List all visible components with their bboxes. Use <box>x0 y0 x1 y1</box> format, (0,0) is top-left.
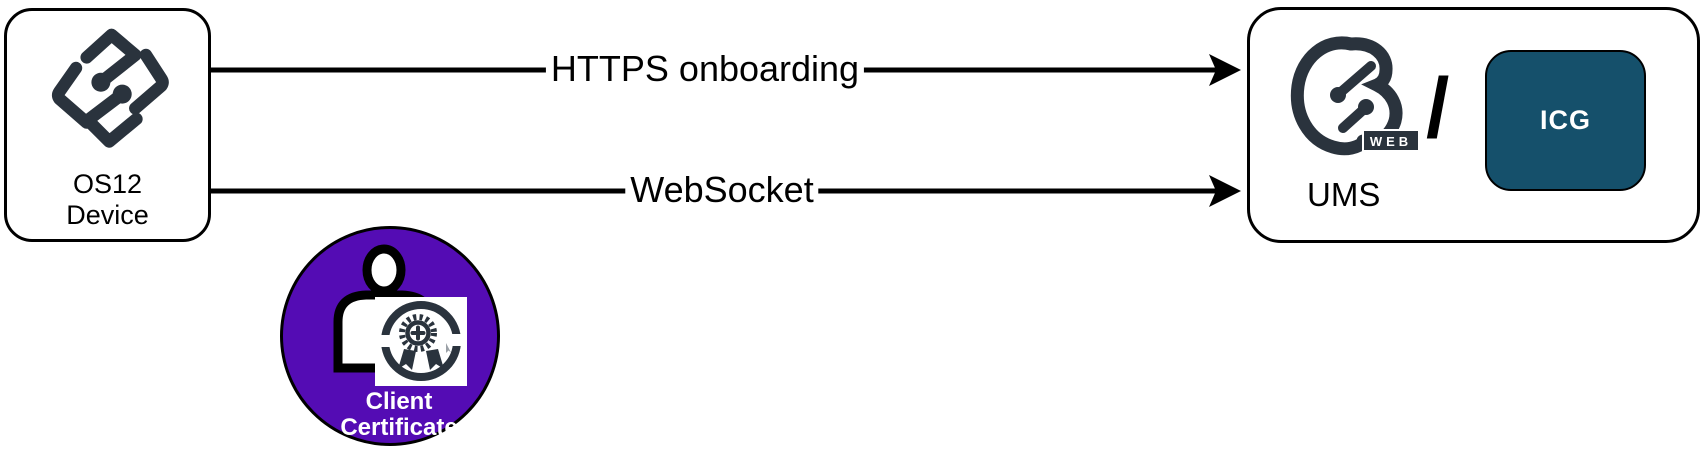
arrowhead-icon <box>1209 175 1241 207</box>
icg-node-label: ICG <box>1539 105 1591 135</box>
icg-node: ICG <box>1485 50 1646 191</box>
device-label-line2: Device <box>66 200 149 230</box>
client-certificate-line2: Certificate <box>340 414 458 441</box>
person-certificate-icon <box>333 244 467 386</box>
slash-separator: / <box>1426 61 1450 155</box>
edge-label-websocket: WebSocket <box>625 170 819 210</box>
ums-node: WEB / ICG UMS <box>1247 7 1700 243</box>
client-certificate-label: Client Certificate <box>289 389 509 441</box>
web-badge: WEB <box>1362 129 1420 152</box>
igel-os12-logo-icon <box>51 28 169 148</box>
igel-ums-web-logo-icon: WEB <box>1290 36 1420 156</box>
device-node: OS12 Device <box>4 8 211 242</box>
certificate-seal-icon <box>375 297 467 386</box>
arrowhead-icon <box>1209 54 1241 86</box>
device-label-line1: OS12 <box>72 169 143 199</box>
cursor-artifact-icon <box>446 343 451 353</box>
web-badge-label: WEB <box>1370 134 1412 149</box>
client-certificate-line1: Client <box>365 388 433 415</box>
ums-node-label: UMS <box>1307 176 1381 213</box>
device-node-label: OS12 Device <box>7 169 208 231</box>
edge-label-https-onboarding: HTTPS onboarding <box>545 49 865 89</box>
